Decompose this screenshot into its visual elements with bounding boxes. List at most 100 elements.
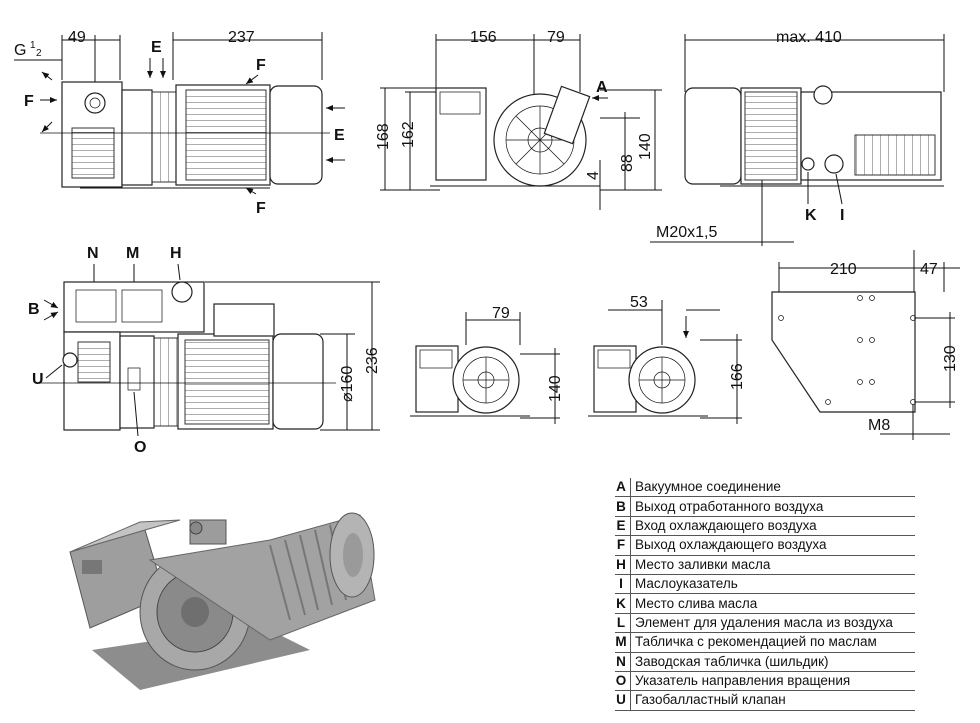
motor-fan-cover xyxy=(269,85,323,185)
legend-text: Место слива масла xyxy=(630,593,915,614)
side-view-top-right: max. 410 K I M20x1,5 xyxy=(650,29,945,246)
front-view-top-middle: 156 79 168 162 A 140 88 4 xyxy=(375,29,662,210)
dim-162: 162 xyxy=(400,121,417,148)
nameplate xyxy=(75,289,117,323)
label-H: H xyxy=(170,245,182,262)
base-plate-footprint: 210 47 130 M8 xyxy=(771,250,960,440)
label-I: I xyxy=(840,207,844,224)
dim-m20: M20x1,5 xyxy=(656,224,717,241)
front-view-bottom-middle: 79 140 xyxy=(410,305,564,424)
label-A: A xyxy=(596,79,608,96)
dim-168: 168 xyxy=(375,123,392,150)
terminal-box-top xyxy=(213,303,275,337)
legend-text: Заводская табличка (шильдик) xyxy=(630,652,915,672)
dim-g-frac-num: 1 xyxy=(30,40,36,51)
legend-key: M xyxy=(615,632,631,653)
legend-text: Газобалластный клапан xyxy=(630,690,915,711)
legend-key: H xyxy=(615,555,631,575)
oil-sight-glass xyxy=(824,154,844,174)
dim-g-frac-den: 2 xyxy=(36,48,42,59)
inlet-port xyxy=(84,92,106,114)
label-E-top: E xyxy=(151,39,162,56)
dim-4: 4 xyxy=(585,171,602,180)
rotation-arrow-plate xyxy=(127,367,141,391)
label-B: B xyxy=(28,301,40,318)
terminal-box xyxy=(435,87,487,181)
oil-fill-point xyxy=(171,281,193,303)
oil-drain-plug xyxy=(801,157,815,171)
label-F-bottom: F xyxy=(256,200,266,217)
oil-recommendation-plate xyxy=(121,289,163,323)
label-E-right: E xyxy=(334,127,345,144)
legend-key: L xyxy=(615,613,631,634)
dim-53: 53 xyxy=(630,294,648,311)
legend-text: Выход отработанного воздуха xyxy=(630,496,915,517)
dim-m8: M8 xyxy=(868,417,890,434)
legend-text: Место заливки масла xyxy=(630,555,915,575)
label-U: U xyxy=(32,371,44,388)
dim-130: 130 xyxy=(942,345,959,372)
dim-210: 210 xyxy=(830,261,857,278)
fan-cover-rear xyxy=(684,87,742,185)
legend-key: K xyxy=(615,593,631,614)
legend-text: Элемент для удаления масла из воздуха xyxy=(630,613,915,634)
label-M: M xyxy=(126,245,139,262)
legend-key: A xyxy=(615,478,631,498)
legend-key: I xyxy=(615,574,631,595)
legend-text: Маслоуказатель xyxy=(630,574,915,595)
side-view-top-left: G 1 2 49 237 E F F E F xyxy=(14,29,345,217)
legend-key: F xyxy=(615,535,631,556)
dim-140-mid: 140 xyxy=(547,375,564,402)
legend-text: Выход охлаждающего воздуха xyxy=(630,535,915,556)
legend-text: Указатель направления вращения xyxy=(630,671,915,692)
legend-text: Вход охлаждающего воздуха xyxy=(630,516,915,537)
dim-g-thread: G xyxy=(14,42,26,59)
dim-236: 236 xyxy=(364,347,381,374)
gas-ballast-valve xyxy=(62,352,78,368)
label-O: O xyxy=(134,439,146,456)
dim-88: 88 xyxy=(619,154,636,172)
legend-key: O xyxy=(615,671,631,692)
legend-key: E xyxy=(615,516,631,537)
dim-49: 49 xyxy=(68,29,86,46)
dim-max-410: max. 410 xyxy=(776,29,842,46)
label-F-top: F xyxy=(256,57,266,74)
front-view-bottom-right-pump: 53 166 xyxy=(588,294,746,424)
dim-79-mid: 79 xyxy=(492,305,510,322)
top-view-bottom-left: N M H B U O ⌀160 236 xyxy=(28,245,381,456)
legend-text: Табличка с рекомендацией по маслам xyxy=(630,632,915,653)
dim-166: 166 xyxy=(729,363,746,390)
dim-156: 156 xyxy=(470,29,497,46)
dim-dia-160: ⌀160 xyxy=(339,366,356,402)
legend-text: Вакуумное соединение xyxy=(630,478,915,498)
oil-fill-cap xyxy=(813,85,833,105)
label-N: N xyxy=(87,245,99,262)
pump-photo-render xyxy=(69,512,376,690)
base-plate xyxy=(771,291,916,413)
dim-47: 47 xyxy=(920,261,938,278)
legend-key: B xyxy=(615,496,631,517)
legend-key: N xyxy=(615,652,631,672)
dim-79-top: 79 xyxy=(547,29,565,46)
dim-237: 237 xyxy=(228,29,255,46)
dim-140-right: 140 xyxy=(637,133,654,160)
label-K: K xyxy=(805,207,817,224)
label-F-left: F xyxy=(24,93,34,110)
legend-key: U xyxy=(615,690,631,711)
